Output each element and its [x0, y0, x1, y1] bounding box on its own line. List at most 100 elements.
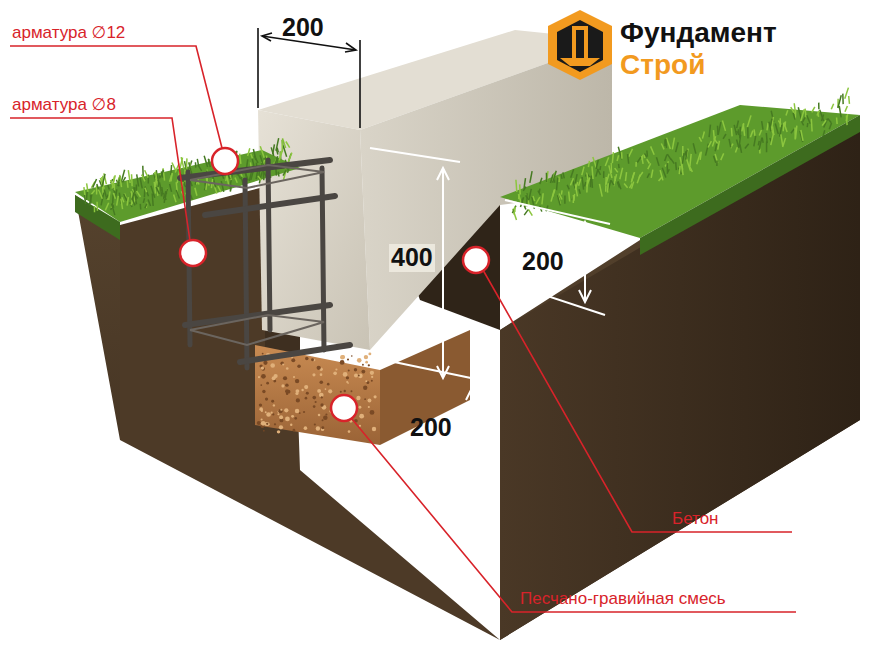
grass-blade: [769, 122, 771, 132]
grass-blade: [253, 149, 256, 160]
gravel-grain: [286, 367, 289, 370]
grass-blade: [823, 130, 825, 136]
logo-icon: [548, 10, 612, 80]
gravel-grain: [346, 376, 349, 379]
grass-blade: [524, 178, 525, 188]
grass-blade: [582, 177, 584, 190]
gravel-grain: [343, 372, 348, 377]
gravel-grain: [354, 368, 357, 371]
gravel-grain: [263, 430, 265, 432]
grass-blade: [675, 162, 677, 170]
grass-blade: [258, 176, 261, 180]
grass-blade: [94, 206, 96, 212]
grass-blade: [686, 150, 687, 160]
grass-blade: [783, 123, 785, 131]
gravel-grain: [370, 371, 374, 375]
grass-blade: [276, 149, 278, 155]
gravel-grain: [293, 429, 296, 432]
grass-blade: [801, 121, 803, 125]
grass-blade: [529, 189, 531, 200]
grass-blade: [570, 178, 573, 185]
gravel-grain: [277, 430, 280, 433]
grass-blade: [251, 154, 253, 159]
grass-blade: [186, 158, 188, 168]
grass-blade: [740, 144, 742, 153]
grass-blade: [803, 117, 805, 122]
grass-blade: [759, 130, 761, 135]
gravel-grain: [266, 412, 271, 417]
grass-blade: [708, 141, 711, 147]
grass-blade: [571, 169, 574, 177]
grass-blade: [599, 166, 601, 170]
grass-blade: [176, 190, 179, 198]
grass-blade: [845, 106, 847, 112]
material-label: Бетон: [672, 510, 718, 529]
grass-blade: [635, 162, 637, 167]
gravel-grain: [368, 352, 371, 355]
grass-blade: [277, 172, 279, 177]
gravel-grain: [323, 415, 328, 420]
gravel-grain: [305, 397, 308, 400]
grass-blade: [140, 204, 142, 210]
gravel-grain: [295, 379, 299, 383]
grass-blade: [648, 163, 651, 169]
gravel-grain: [262, 390, 265, 393]
grass-blade: [145, 188, 147, 193]
grass-blade: [689, 165, 692, 172]
gravel-grain: [304, 426, 308, 430]
grass-blade: [706, 144, 709, 156]
grass-blade: [158, 175, 159, 187]
grass-blade: [817, 111, 819, 116]
grass-blade: [672, 138, 674, 150]
grass-blade: [145, 203, 147, 208]
gravel-grain: [320, 373, 323, 376]
gravel-grain: [272, 413, 274, 415]
gravel-grain: [283, 376, 287, 380]
gravel-grain: [274, 423, 276, 425]
grass-blade: [700, 152, 701, 160]
grass-blade: [715, 144, 717, 151]
grass-blade: [775, 123, 778, 134]
grass-blade: [714, 138, 718, 143]
grass-blade: [557, 195, 560, 205]
grass-blade: [248, 148, 250, 156]
grass-blade: [288, 153, 292, 162]
grass-blade: [283, 146, 287, 157]
grass-blade: [644, 153, 647, 157]
rebar-label: арматура ∅12: [12, 24, 125, 43]
grass-blade: [155, 180, 157, 187]
gravel-grain: [346, 381, 348, 383]
grass-blade: [618, 164, 620, 168]
gravel-grain: [364, 398, 366, 400]
grass-blade: [647, 173, 649, 177]
grass-blade: [288, 154, 291, 163]
grass-blade: [514, 207, 515, 215]
gravel-grain: [291, 415, 294, 418]
grass-blade: [208, 159, 210, 167]
grass-blade: [156, 187, 159, 194]
gravel-grain: [295, 409, 299, 413]
dimension-number: 200: [282, 14, 324, 42]
gravel-grain: [361, 370, 365, 374]
grass-blade: [585, 182, 586, 187]
grass-blade: [127, 197, 128, 205]
grass-blade: [621, 152, 623, 159]
grass-blade: [690, 154, 691, 167]
grass-blade: [762, 121, 763, 130]
grass-blade: [801, 109, 805, 121]
gravel-grain: [325, 388, 327, 390]
grass-blade: [515, 180, 517, 192]
gravel-grain: [284, 408, 288, 412]
grass-blade: [734, 125, 736, 135]
gravel-grain: [318, 414, 321, 417]
grass-blade: [143, 198, 144, 203]
gravel-grain: [306, 392, 309, 395]
gravel-grain: [319, 380, 323, 384]
grass-blade: [801, 130, 803, 141]
gravel-grain: [265, 411, 267, 413]
gravel-grain: [333, 371, 337, 375]
grass-blade: [625, 172, 626, 181]
grass-blade: [181, 157, 184, 168]
grass-blade: [122, 177, 125, 182]
